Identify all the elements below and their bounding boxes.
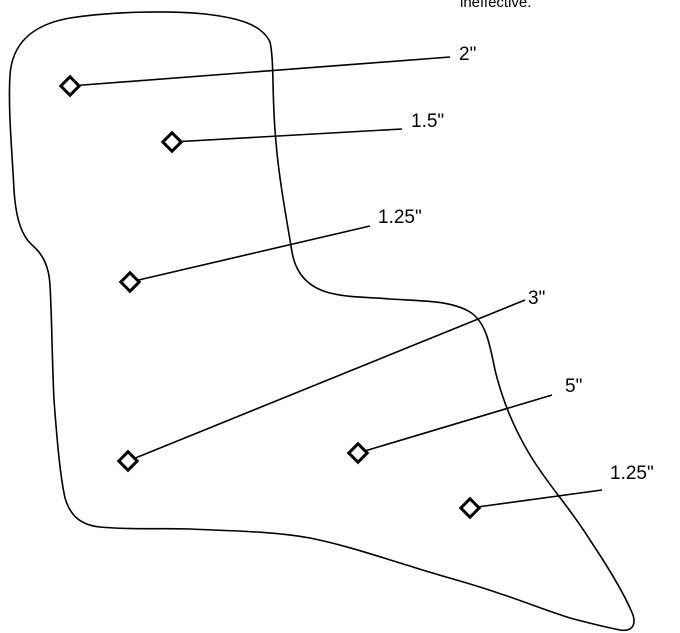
point-marker-3 — [118, 270, 142, 294]
region-outline — [8, 11, 635, 632]
point-label-1: 2" — [459, 44, 476, 65]
point-marker-1 — [58, 74, 82, 98]
point-marker-5 — [346, 441, 370, 465]
leader-line-6 — [469, 489, 603, 509]
point-label-5: 5" — [565, 376, 582, 397]
point-label-3: 1.25" — [378, 207, 422, 228]
leader-line-2 — [171, 128, 403, 143]
point-label-2: 1.5" — [411, 111, 444, 132]
leader-line-1 — [69, 56, 451, 87]
leader-line-3 — [129, 225, 371, 283]
point-label-4: 3" — [528, 288, 545, 309]
top-caption: ineffective. — [460, 0, 531, 11]
point-marker-6 — [458, 496, 482, 520]
point-label-6: 1.25" — [610, 463, 654, 484]
leader-line-5 — [357, 394, 553, 454]
point-marker-4 — [116, 449, 140, 473]
point-marker-2 — [160, 130, 184, 154]
leader-line-4 — [127, 299, 526, 462]
